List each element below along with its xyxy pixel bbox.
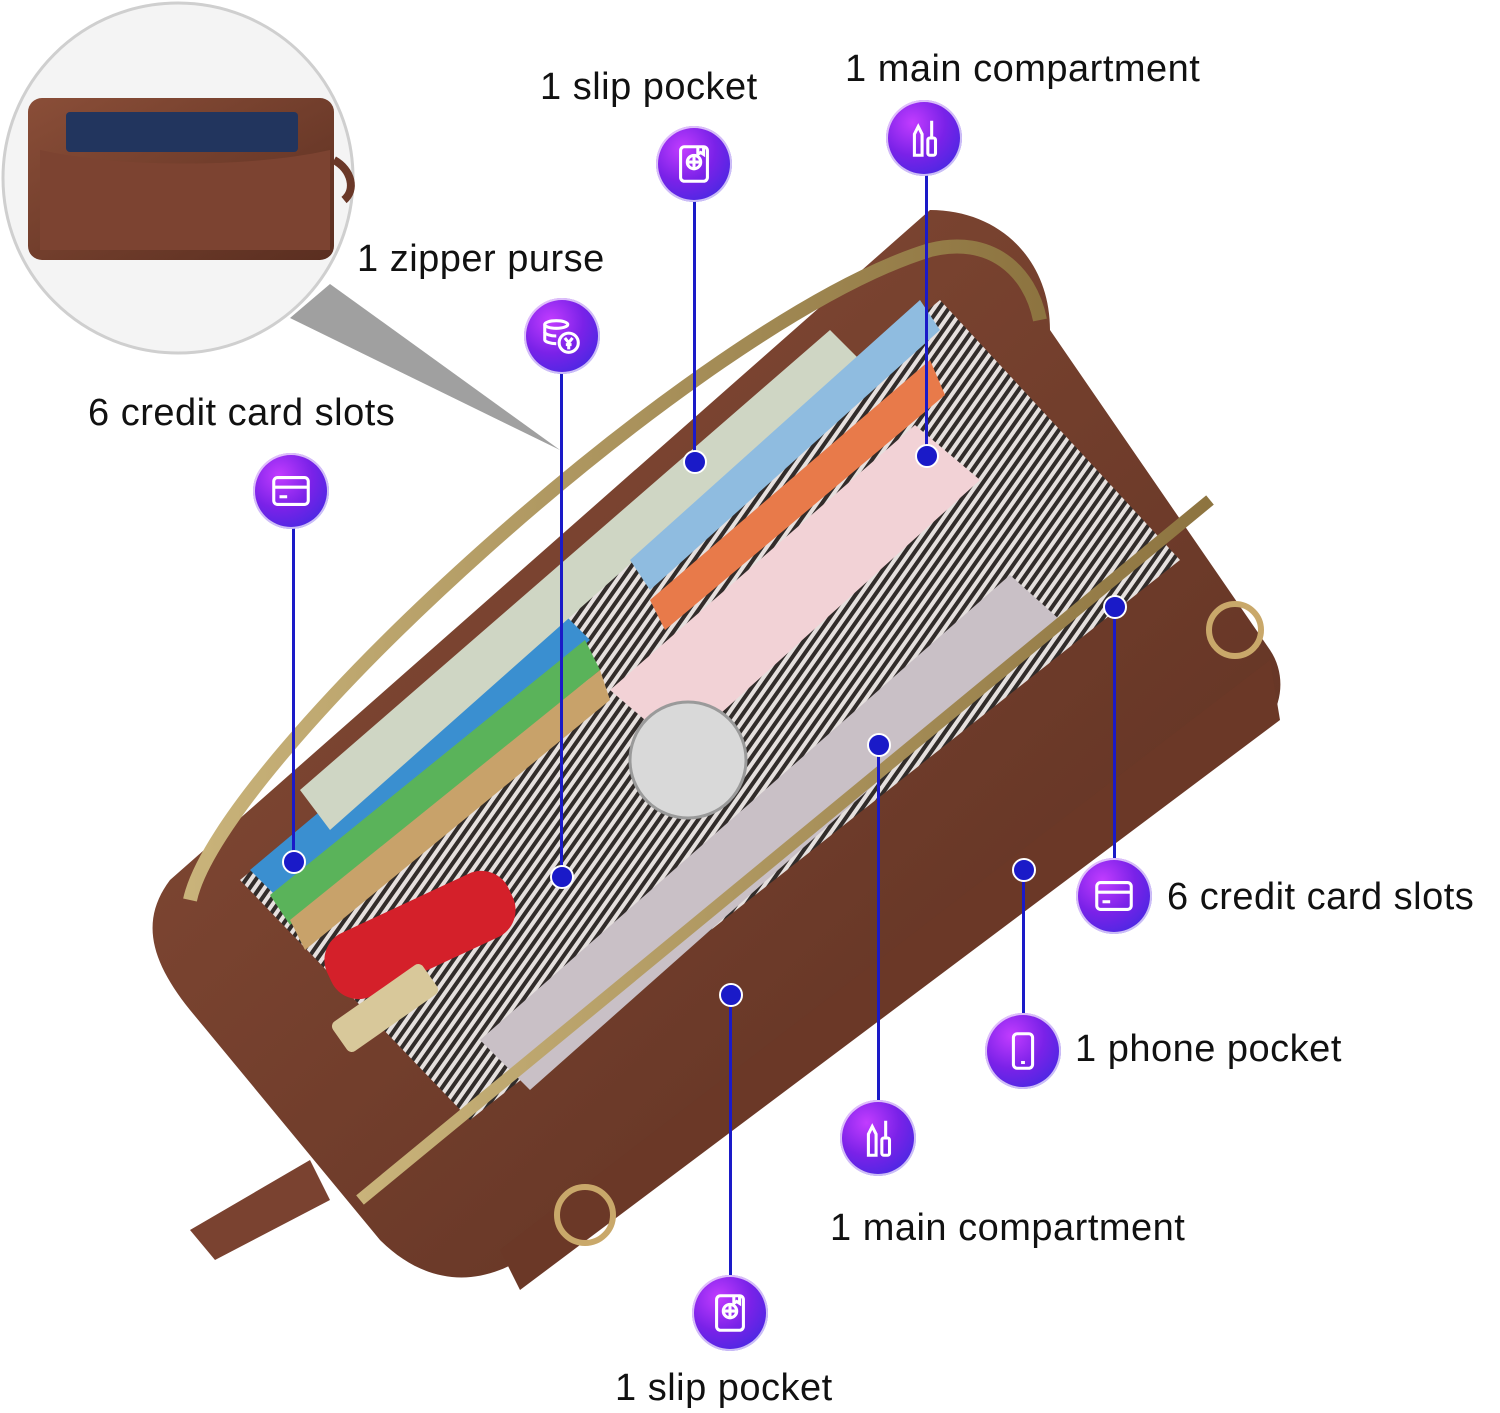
pointer-dot — [683, 450, 707, 474]
leader-line — [877, 745, 880, 1105]
lipstick-mascara-icon — [886, 100, 962, 176]
pointer-dot — [867, 733, 891, 757]
leader-line — [1022, 870, 1025, 1015]
label-slip-pocket-bottom: 1 slip pocket — [615, 1367, 833, 1409]
leader-line — [729, 995, 732, 1277]
pointer-dot — [719, 983, 743, 1007]
leader-line — [560, 372, 563, 877]
leader-line — [693, 200, 696, 462]
credit-card-icon — [1076, 858, 1152, 934]
pointer-dot — [1103, 595, 1127, 619]
pointer-dot — [1012, 858, 1036, 882]
passport-icon — [656, 126, 732, 202]
credit-card-icon — [253, 453, 329, 529]
leader-line — [292, 520, 295, 860]
label-card-slots-right: 6 credit card slots — [1167, 876, 1475, 918]
label-main-compartment-top: 1 main compartment — [845, 48, 1201, 90]
label-slip-pocket-top: 1 slip pocket — [540, 66, 758, 108]
open-wallet — [152, 210, 1281, 1290]
lipstick-mascara-icon — [840, 1100, 916, 1176]
label-card-slots-left: 6 credit card slots — [88, 392, 396, 434]
label-zipper-purse: 1 zipper purse — [357, 238, 605, 280]
label-main-compartment-bottom: 1 main compartment — [830, 1207, 1186, 1249]
pointer-dot — [915, 444, 939, 468]
leader-line — [1113, 605, 1116, 863]
coins-yen-icon — [524, 298, 600, 374]
leader-line — [925, 172, 928, 457]
closed-wallet-preview — [1, 1, 560, 450]
pointer-dot — [282, 850, 306, 874]
label-phone-pocket: 1 phone pocket — [1075, 1028, 1342, 1070]
pointer-dot — [550, 865, 574, 889]
passport-icon — [692, 1275, 768, 1351]
phone-icon — [985, 1013, 1061, 1089]
